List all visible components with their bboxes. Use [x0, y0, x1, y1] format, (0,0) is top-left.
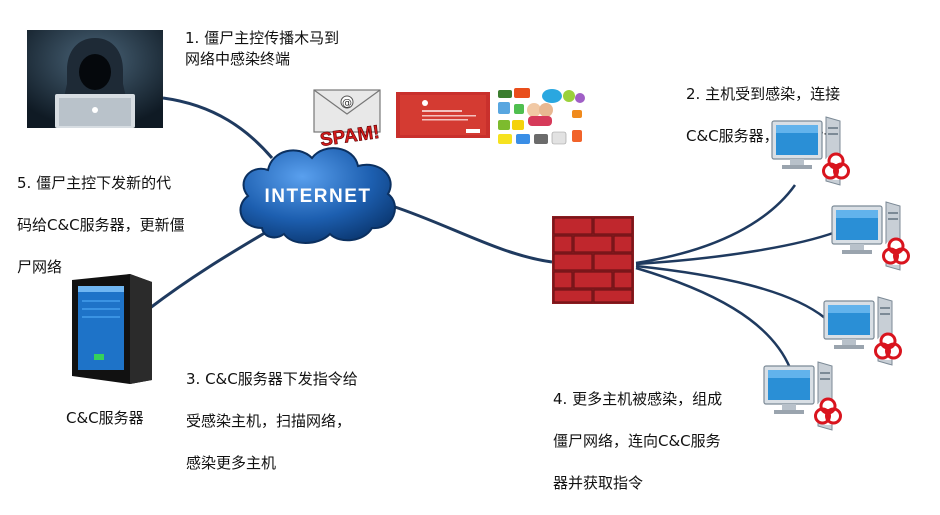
step-4-line-2: 僵尸网络，连向C&C服务: [553, 432, 721, 450]
internet-label: INTERNET: [265, 186, 372, 207]
step-5-text: 5. 僵尸主控下发新的代 码给C&C服务器，更新僵 尸网络: [17, 152, 185, 299]
line-firewall-to-pc1: [635, 184, 797, 265]
svg-text:@: @: [342, 98, 352, 109]
step-3-line-2: 受感染主机，扫描网络，: [186, 412, 352, 430]
line-firewall-to-pc3: [635, 264, 826, 319]
network-lines: [149, 96, 837, 369]
step-5-line-2: 码给C&C服务器，更新僵: [17, 216, 185, 234]
internet-cloud-icon: INTERNET: [232, 138, 402, 250]
social-app-icons: [496, 86, 586, 148]
browser-warning-image: [396, 92, 490, 138]
infected-computer-2: [830, 200, 920, 280]
step-3-line-3: 感染更多主机: [186, 454, 277, 472]
cc-server-label: C&C服务器: [66, 409, 144, 427]
step-5-line-1: 5. 僵尸主控下发新的代: [17, 174, 172, 192]
infected-computer-4: [762, 360, 852, 440]
line-cloud-to-firewall: [391, 204, 553, 264]
step-4-text: 4. 更多主机被感染，组成 僵尸网络，连向C&C服务 器并获取指令: [553, 368, 722, 515]
step-4-line-1: 4. 更多主机被感染，组成: [553, 390, 723, 408]
step-2-line-1: 2. 主机受到感染，连接: [686, 85, 841, 103]
cc-server-icon: [66, 272, 156, 386]
line-firewall-to-pc2: [635, 230, 837, 266]
step-1-text: 1. 僵尸主控传播木马到 网络中感染终端: [185, 29, 340, 68]
step-4-line-3: 器并获取指令: [553, 474, 644, 492]
line-firewall-to-pc4: [635, 266, 792, 369]
step-3-text: 3. C&C服务器下发指令给 受感染主机，扫描网络， 感染更多主机: [186, 348, 358, 495]
step-3-line-1: 3. C&C服务器下发指令给: [186, 370, 358, 388]
infected-computer-1: [770, 115, 860, 195]
hacker-image: [27, 30, 163, 128]
firewall-icon: [548, 212, 638, 308]
line-hacker-to-cloud: [162, 96, 274, 159]
spam-envelope-icon: @ SPAM!: [310, 88, 390, 150]
step-5-line-3: 尸网络: [17, 258, 63, 276]
